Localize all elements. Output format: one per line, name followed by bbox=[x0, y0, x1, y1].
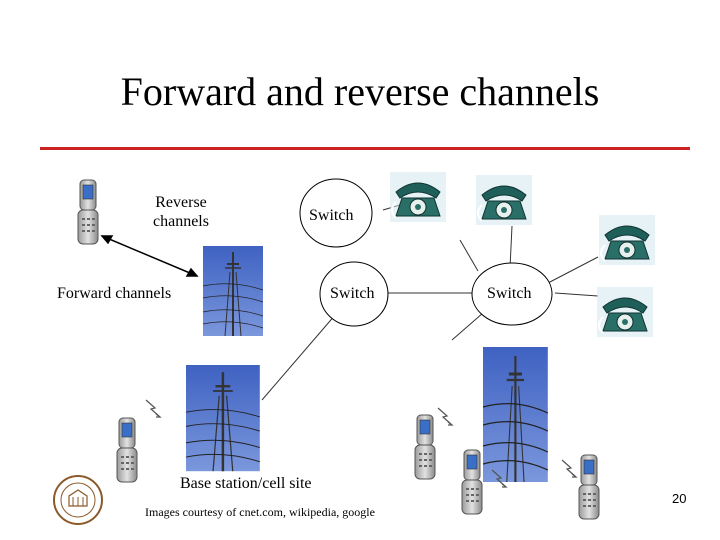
cellphone-icon-3 bbox=[414, 414, 436, 480]
cellphone-icon-1 bbox=[77, 179, 99, 245]
switch-label-1: Switch bbox=[309, 207, 354, 224]
network-links bbox=[261, 204, 599, 401]
telephone-icon-3 bbox=[598, 214, 656, 266]
slide-title: Forward and reverse channels bbox=[120, 69, 600, 114]
page-number: 20 bbox=[672, 491, 687, 506]
tower-image-1 bbox=[202, 245, 264, 337]
switch-label-2: Switch bbox=[330, 285, 375, 302]
signal-icon-2 bbox=[437, 407, 453, 426]
forward-channels-label: Forward channels bbox=[57, 285, 172, 302]
image-credit: Images courtesy of cnet.com, wikipedia, … bbox=[145, 505, 375, 519]
switch-label-3: Switch bbox=[487, 285, 532, 302]
switch-node-2 bbox=[319, 261, 389, 327]
switch-node-3 bbox=[471, 262, 553, 326]
signal-icon-1 bbox=[145, 399, 161, 418]
channel-arrows bbox=[100, 235, 199, 277]
telephone-icon-2 bbox=[475, 174, 533, 226]
cellphone-icon-4 bbox=[461, 449, 483, 515]
base-station-label: Base station/cell site bbox=[180, 475, 312, 492]
tower-image-2 bbox=[184, 363, 262, 473]
reverse-channels-label: Reverse channels bbox=[153, 194, 209, 230]
university-seal-logo bbox=[53, 475, 103, 525]
cellphone-icon-5 bbox=[578, 454, 600, 520]
telephone-icon-4 bbox=[596, 286, 654, 338]
signal-icon-4 bbox=[561, 459, 577, 478]
telephone-icon-1 bbox=[389, 171, 447, 223]
title-divider bbox=[40, 147, 690, 150]
cellphone-icon-2 bbox=[116, 417, 138, 483]
switch-node-1 bbox=[299, 178, 373, 248]
tower-image-3 bbox=[481, 345, 550, 484]
